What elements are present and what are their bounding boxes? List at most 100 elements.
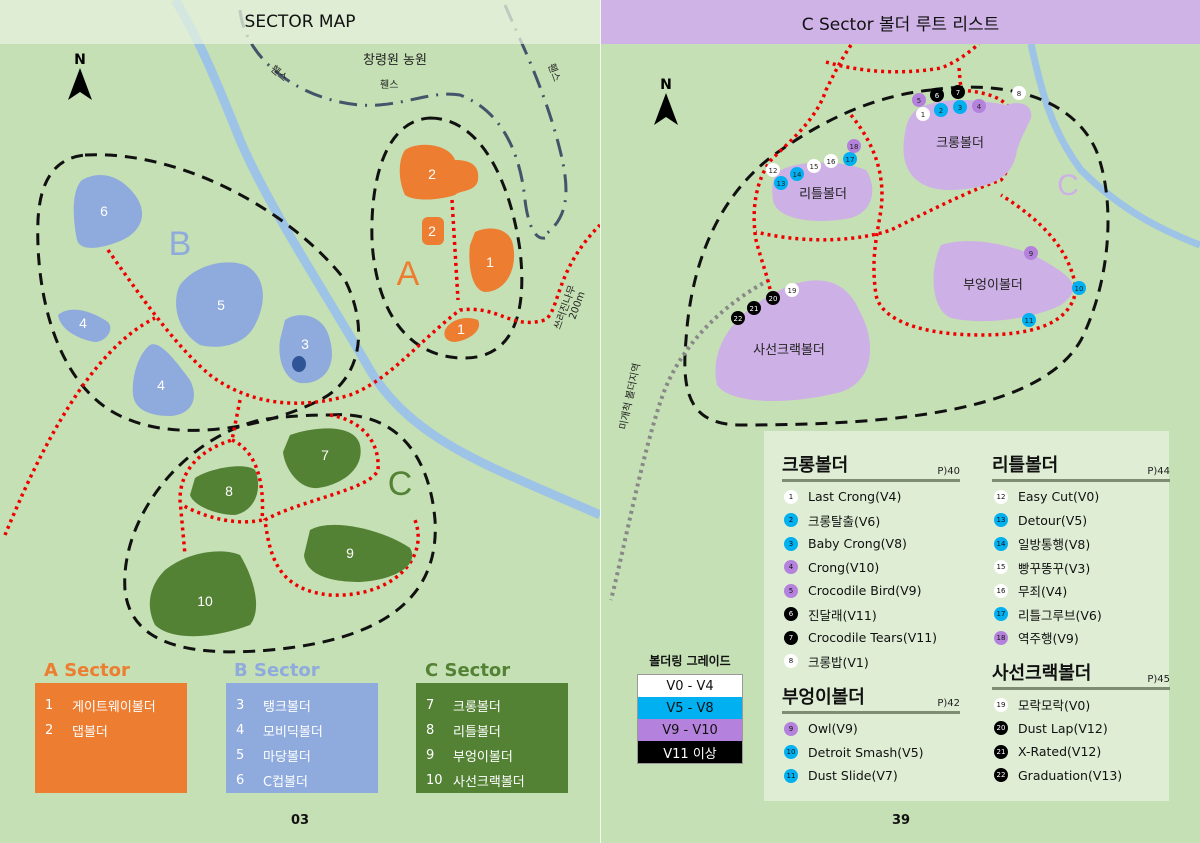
svg-text:6: 6 (935, 92, 940, 100)
svg-text:14: 14 (793, 171, 802, 179)
sector-a-boundary (370, 116, 524, 360)
svg-text:1: 1 (486, 254, 494, 270)
svg-text:7: 7 (321, 447, 329, 463)
grade-row-v11-plus: V11 이상 (638, 741, 742, 763)
svg-text:3: 3 (301, 336, 309, 352)
svg-text:2: 2 (428, 166, 436, 182)
sector-a-letter: A (397, 255, 420, 293)
svg-text:4: 4 (79, 315, 87, 331)
legend-title-c: C Sector (425, 660, 511, 681)
route-group-header: 사선크랙볼더 P)45 (992, 659, 1170, 690)
river (1027, 43, 1200, 249)
svg-text:16: 16 (827, 158, 836, 166)
boulder-b5 (176, 262, 263, 347)
svg-text:5: 5 (917, 97, 921, 105)
svg-text:21: 21 (750, 305, 759, 313)
grade-row-v0-v4: V0 - V4 (638, 675, 742, 697)
grade-row-v9-v10: V9 - V10 (638, 719, 742, 741)
fence-label: 휀스 (545, 62, 563, 83)
route-markers: 5 6 7 1 2 3 4 8 12 13 14 15 16 17 18 9 1… (731, 85, 1086, 327)
grade-row-v5-v8: V5 - V8 (638, 697, 742, 719)
svg-text:2: 2 (939, 107, 943, 115)
boulder-b4-small (58, 309, 111, 342)
trail-lines (3, 199, 600, 597)
north-label: N (74, 52, 86, 68)
boulder-a2-large (399, 144, 479, 200)
svg-text:크롱볼더: 크롱볼더 (936, 136, 984, 151)
boulder-a1-large (469, 228, 515, 292)
c-sector-map-canvas: 크롱볼더 리틀볼더 부엉이볼더 사선크랙볼더 C 미개척 볼더지역 5 6 7 … (609, 42, 1200, 601)
route-group-header: 크롱볼더 P)40 (782, 451, 960, 482)
fence-label: 휀스 (380, 79, 398, 91)
svg-text:12: 12 (769, 167, 778, 175)
svg-text:부엉이볼더: 부엉이볼더 (963, 278, 1023, 293)
route-list-page: 크롱볼더 리틀볼더 부엉이볼더 사선크랙볼더 C 미개척 볼더지역 5 6 7 … (601, 0, 1200, 843)
svg-text:11: 11 (1025, 317, 1034, 325)
svg-text:2: 2 (428, 223, 436, 239)
page-divider (600, 0, 601, 843)
svg-text:1: 1 (921, 111, 925, 119)
farm-label: 창령원 농원 (363, 53, 427, 68)
svg-text:사선크랙볼더: 사선크랙볼더 (753, 343, 825, 358)
svg-text:15: 15 (810, 163, 819, 171)
route-group-header: 부엉이볼더 P)42 (782, 683, 960, 714)
sector-b-letter: B (169, 225, 192, 263)
grade-legend: V0 - V4 V5 - V8 V9 - V10 V11 이상 (637, 674, 743, 764)
boulder-b6 (73, 175, 143, 248)
legend-title-a: A Sector (44, 660, 130, 681)
sector-c-letter: C (1057, 169, 1079, 202)
route-group-header: 리틀볼더 P)44 (992, 451, 1170, 482)
svg-text:17: 17 (846, 156, 855, 164)
boulder-c7 (283, 428, 361, 489)
north-arrow-icon (68, 68, 92, 100)
page-number: 03 (291, 813, 310, 828)
svg-text:18: 18 (850, 143, 859, 151)
svg-text:8: 8 (225, 483, 233, 499)
svg-text:4: 4 (157, 377, 165, 393)
page-title: C Sector 볼더 루트 리스트 (801, 14, 1000, 35)
svg-text:4: 4 (977, 103, 982, 111)
page-title-bar: C Sector 볼더 루트 리스트 (601, 0, 1200, 44)
svg-text:5: 5 (217, 297, 225, 313)
svg-text:리틀볼더: 리틀볼더 (799, 187, 847, 202)
svg-text:9: 9 (1029, 250, 1033, 258)
sector-c-letter: C (388, 465, 413, 503)
boulder-b3-feature (292, 356, 306, 372)
svg-text:1: 1 (457, 321, 465, 337)
owl-boulder (933, 241, 1074, 322)
sector-c-boundary (123, 413, 437, 654)
svg-text:13: 13 (777, 180, 786, 188)
svg-text:10: 10 (1075, 285, 1084, 293)
sector-b-boundary (36, 153, 361, 432)
boulder-c10 (149, 551, 257, 637)
legend-title-b: B Sector (234, 660, 320, 681)
north-label: N (660, 77, 672, 93)
